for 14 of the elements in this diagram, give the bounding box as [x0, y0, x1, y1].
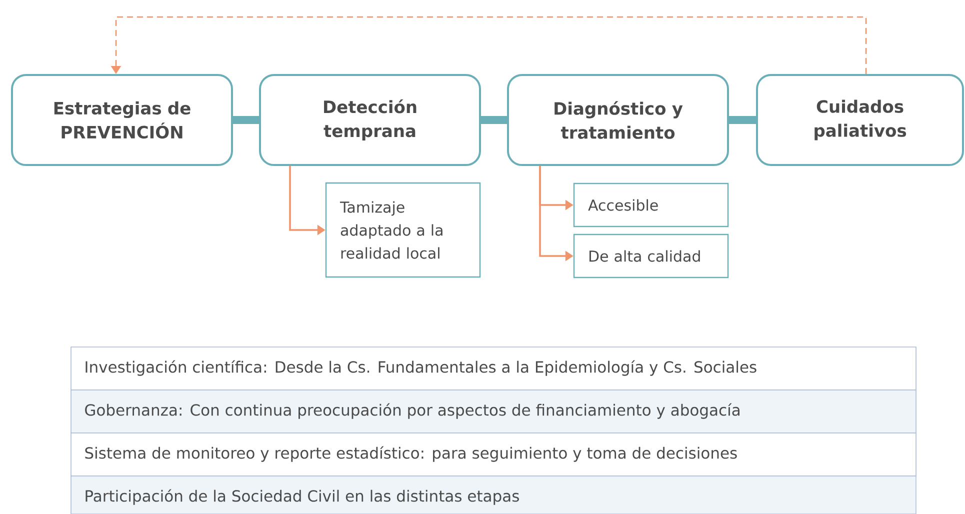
- process-box: Diagnóstico y tratamiento: [507, 74, 729, 166]
- item-box: Tamizaje adaptado a la realidad local: [325, 182, 481, 278]
- table-row: Sistema de monitoreo y reporte estadístico: para seguimiento y toma de decisiones: [70, 432, 916, 476]
- process-box: Detección temprana: [259, 74, 481, 166]
- connector-bar: [481, 116, 507, 124]
- item-box: De alta calidad: [573, 234, 729, 278]
- connector-bar: [233, 116, 259, 124]
- table-row: Participación de la Sociedad Civil en las distintas etapas: [70, 476, 916, 514]
- connector-bar: [729, 116, 756, 124]
- table-row: Investigación científica: Desde la Cs. Fundamentales a la Epidemiología y Cs. Sociales: [70, 346, 916, 390]
- table-row: Gobernanza: Con continua preocupación por aspectos de financiamiento y abogacía: [70, 390, 916, 434]
- process-box: Cuidados paliativos: [756, 74, 964, 166]
- process-box: Estrategias de PREVENCIÓN: [11, 74, 233, 166]
- item-box: Accesible: [573, 182, 729, 228]
